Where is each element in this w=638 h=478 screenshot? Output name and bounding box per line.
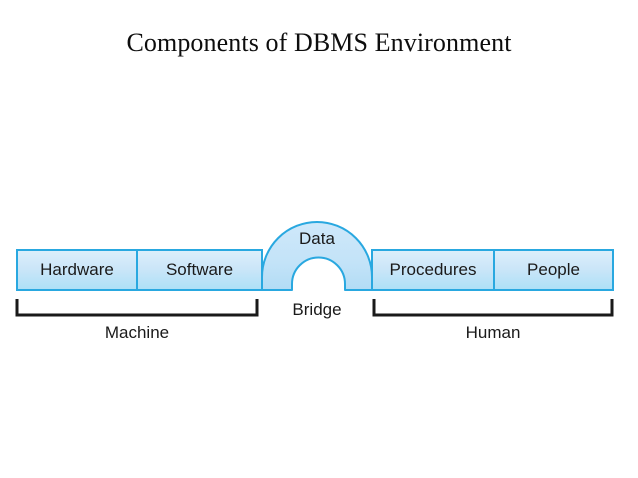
box-label-procedures: Procedures <box>389 260 477 279</box>
arch-label-data: Data <box>299 229 335 248</box>
dbms-environment-diagram: Hardware Software Procedures People Data… <box>0 200 638 360</box>
box-label-software: Software <box>165 260 234 279</box>
bracket-human <box>372 299 614 317</box>
bracket-machine <box>15 299 259 317</box>
bracket-label-human: Human <box>465 323 521 342</box>
box-people <box>493 249 614 291</box>
diagram-graphics <box>15 221 614 317</box>
page-title: Components of DBMS Environment <box>126 28 512 57</box>
box-label-hardware: Hardware <box>40 260 114 279</box>
arch-caption-bridge: Bridge <box>292 300 342 319</box>
box-procedures <box>371 249 495 291</box>
bracket-label-machine: Machine <box>104 323 170 342</box>
box-software <box>136 249 263 291</box>
box-label-people: People <box>527 260 580 279</box>
